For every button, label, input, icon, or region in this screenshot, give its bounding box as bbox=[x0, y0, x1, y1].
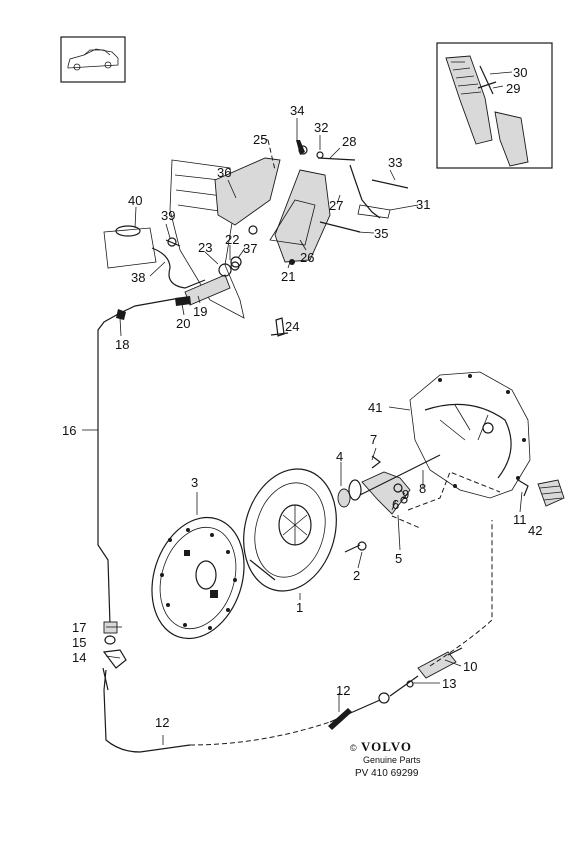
callout-3: 3 bbox=[191, 475, 198, 490]
clutch-disc bbox=[151, 516, 245, 640]
callout-20: 20 bbox=[176, 316, 190, 331]
callout-2: 2 bbox=[353, 568, 360, 583]
callout-17: 17 bbox=[72, 620, 86, 635]
callout-34: 34 bbox=[290, 103, 304, 118]
callout-9: 9 bbox=[402, 487, 409, 502]
callout-15: 15 bbox=[72, 635, 86, 650]
callout-16: 16 bbox=[62, 423, 76, 438]
pressure-plate bbox=[243, 468, 367, 592]
callout-32: 32 bbox=[314, 120, 328, 135]
callout-39: 39 bbox=[161, 208, 175, 223]
callout-29: 29 bbox=[506, 81, 520, 96]
callout-8: 8 bbox=[419, 481, 426, 496]
callout-13: 13 bbox=[442, 676, 456, 691]
fluid-reservoir bbox=[103, 225, 206, 289]
pedal-bracket-assembly bbox=[169, 139, 409, 319]
brand-subtitle: Genuine Parts bbox=[363, 755, 421, 765]
callout-5: 5 bbox=[395, 551, 402, 566]
callout-28: 28 bbox=[342, 134, 356, 149]
callout-40: 40 bbox=[128, 193, 142, 208]
callout-7: 7 bbox=[370, 432, 377, 447]
callout-labels: 1 2 3 4 5 6 7 8 9 10 11 12 12 13 14 15 1… bbox=[62, 65, 542, 730]
callout-24-box bbox=[270, 317, 289, 337]
callout-25: 25 bbox=[253, 132, 267, 147]
clutch-hose bbox=[189, 675, 419, 746]
release-bearing bbox=[337, 479, 362, 508]
master-cylinder bbox=[175, 261, 240, 306]
callout-1: 1 bbox=[296, 600, 303, 615]
part-code: PV 410 69299 bbox=[355, 768, 419, 779]
callout-19: 19 bbox=[193, 304, 207, 319]
clutch-housing bbox=[409, 371, 531, 499]
release-fork bbox=[359, 454, 501, 529]
callout-41: 41 bbox=[368, 400, 382, 415]
callout-36: 36 bbox=[217, 165, 231, 180]
copyright-symbol: © bbox=[350, 743, 357, 753]
callout-12-hose: 12 bbox=[336, 683, 350, 698]
brand-name: VOLVO bbox=[361, 739, 412, 754]
callout-4: 4 bbox=[336, 449, 343, 464]
pedal-inset bbox=[436, 42, 553, 169]
callout-18: 18 bbox=[115, 337, 129, 352]
callout-24: 24 bbox=[285, 319, 299, 334]
callout-33: 33 bbox=[388, 155, 402, 170]
callout-22: 22 bbox=[225, 232, 239, 247]
callout-42: 42 bbox=[528, 523, 542, 538]
callout-35: 35 bbox=[374, 226, 388, 241]
callout-23: 23 bbox=[198, 240, 212, 255]
bolt-2 bbox=[344, 544, 361, 553]
leader-lines bbox=[82, 118, 523, 745]
callout-11: 11 bbox=[513, 512, 527, 527]
callout-37: 37 bbox=[243, 241, 257, 256]
sensor-42 bbox=[537, 479, 565, 507]
callout-30: 30 bbox=[513, 65, 527, 80]
callout-31: 31 bbox=[416, 197, 430, 212]
callout-27: 27 bbox=[329, 198, 343, 213]
callout-14: 14 bbox=[72, 650, 86, 665]
callout-21: 21 bbox=[281, 269, 295, 284]
callout-26: 26 bbox=[300, 250, 314, 265]
callout-12-pipe: 12 bbox=[155, 715, 169, 730]
callout-6: 6 bbox=[392, 497, 399, 512]
hydraulic-pipe bbox=[97, 297, 191, 753]
slave-cylinder bbox=[417, 520, 493, 679]
footer-brand: © VOLVO Genuine Parts PV 410 69299 bbox=[350, 739, 421, 779]
callout-10: 10 bbox=[463, 659, 477, 674]
callout-38: 38 bbox=[131, 270, 145, 285]
car-thumbnail bbox=[60, 36, 126, 83]
